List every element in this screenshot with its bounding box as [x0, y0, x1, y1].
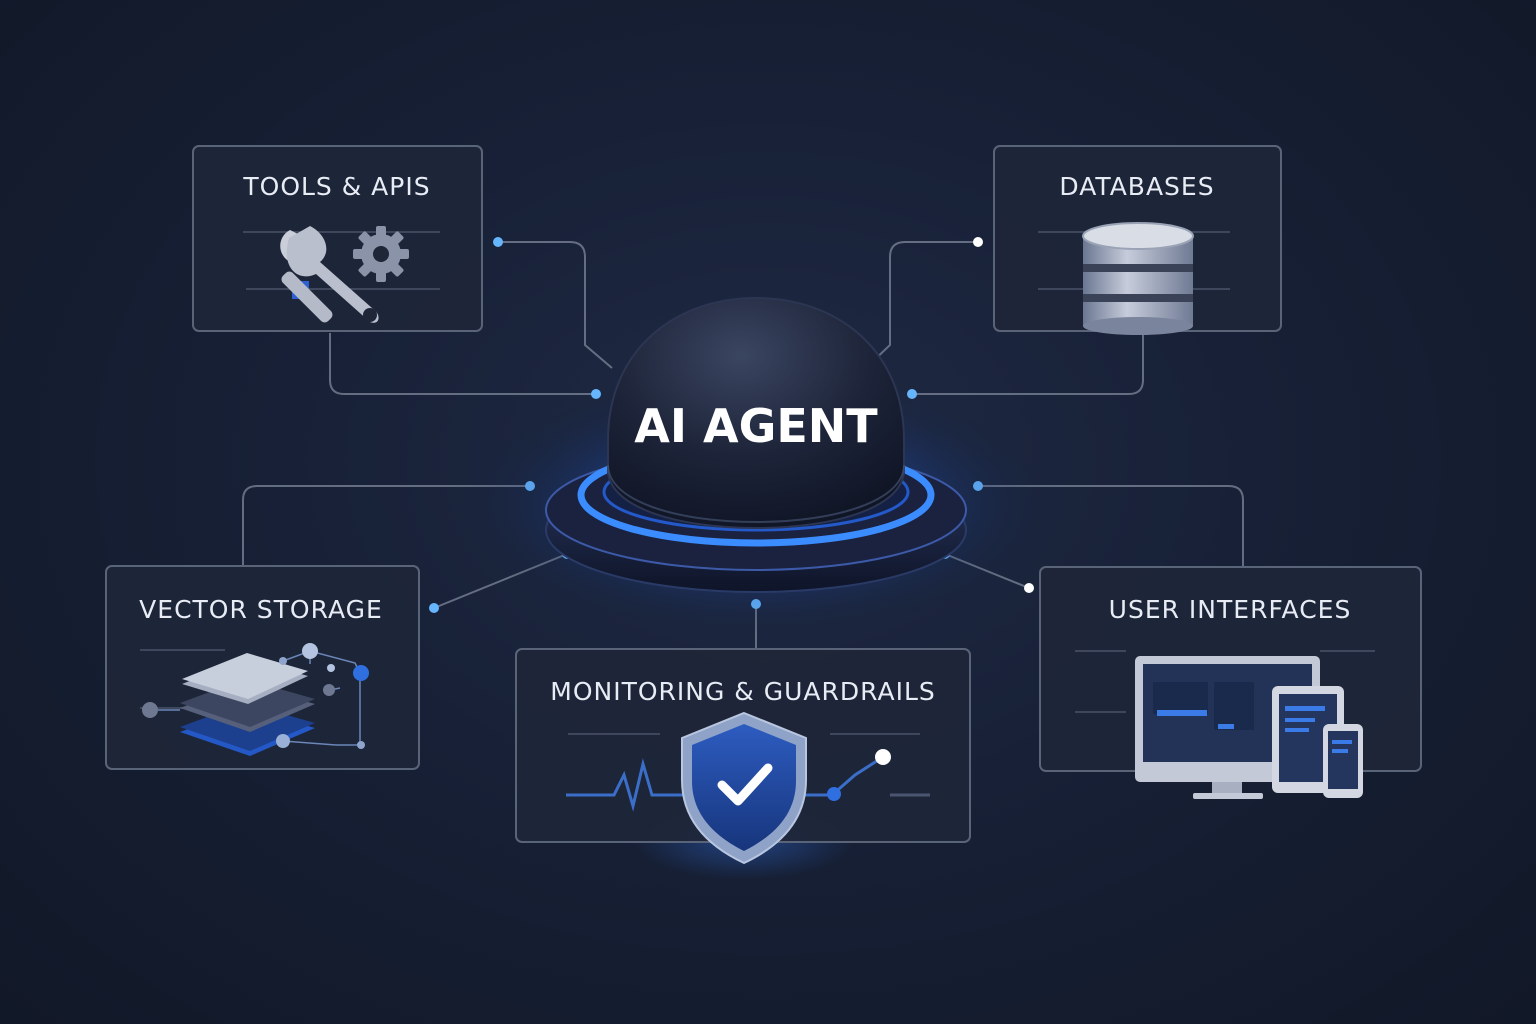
- monitoring-title: MONITORING & GUARDRAILS: [550, 677, 936, 706]
- tools-title: TOOLS & APIS: [242, 172, 430, 201]
- gear-icon: [353, 226, 409, 282]
- connector-tools-upper: [498, 241, 613, 369]
- databases-title: DATABASES: [1059, 172, 1214, 201]
- ui-deco-lines: [1075, 650, 1375, 713]
- connector-ui-upper: [978, 485, 1244, 566]
- ai-agent-hub: AI AGENT: [456, 296, 1056, 635]
- database-icon: [1082, 222, 1194, 335]
- metric-dot: [827, 787, 841, 801]
- connectors: [242, 241, 1244, 650]
- connector-tools-lower: [329, 333, 596, 395]
- dot: [429, 603, 439, 613]
- node-user-interfaces: USER INTERFACES: [1039, 566, 1422, 799]
- ui-title: USER INTERFACES: [1109, 595, 1352, 624]
- hub-dome: [607, 296, 905, 530]
- tools-panel: [192, 145, 483, 332]
- devices-icon: [1135, 656, 1363, 799]
- node-databases: DATABASES: [993, 145, 1282, 335]
- heartbeat-line-icon: [566, 755, 930, 812]
- node-monitoring-guardrails: MONITORING & GUARDRAILS: [515, 648, 971, 880]
- shield-check-icon: [681, 711, 807, 865]
- node-vector-storage: VECTOR STORAGE: [105, 565, 420, 770]
- hub-title: AI AGENT: [634, 399, 878, 453]
- dot: [973, 237, 983, 247]
- network-nodes-icon: [142, 643, 369, 749]
- connector-databases-lower: [912, 333, 1144, 395]
- node-tools-apis: TOOLS & APIS: [192, 145, 483, 332]
- metric-dot: [875, 749, 891, 765]
- dot: [493, 237, 503, 247]
- dot: [1024, 583, 1034, 593]
- hub-dome-rim: [607, 464, 905, 524]
- wrench-icon: [280, 226, 379, 323]
- vector-title: VECTOR STORAGE: [139, 595, 383, 624]
- connector-databases-upper: [867, 241, 978, 367]
- connector-vector-upper: [242, 485, 530, 566]
- stacked-layers-icon: [180, 653, 315, 756]
